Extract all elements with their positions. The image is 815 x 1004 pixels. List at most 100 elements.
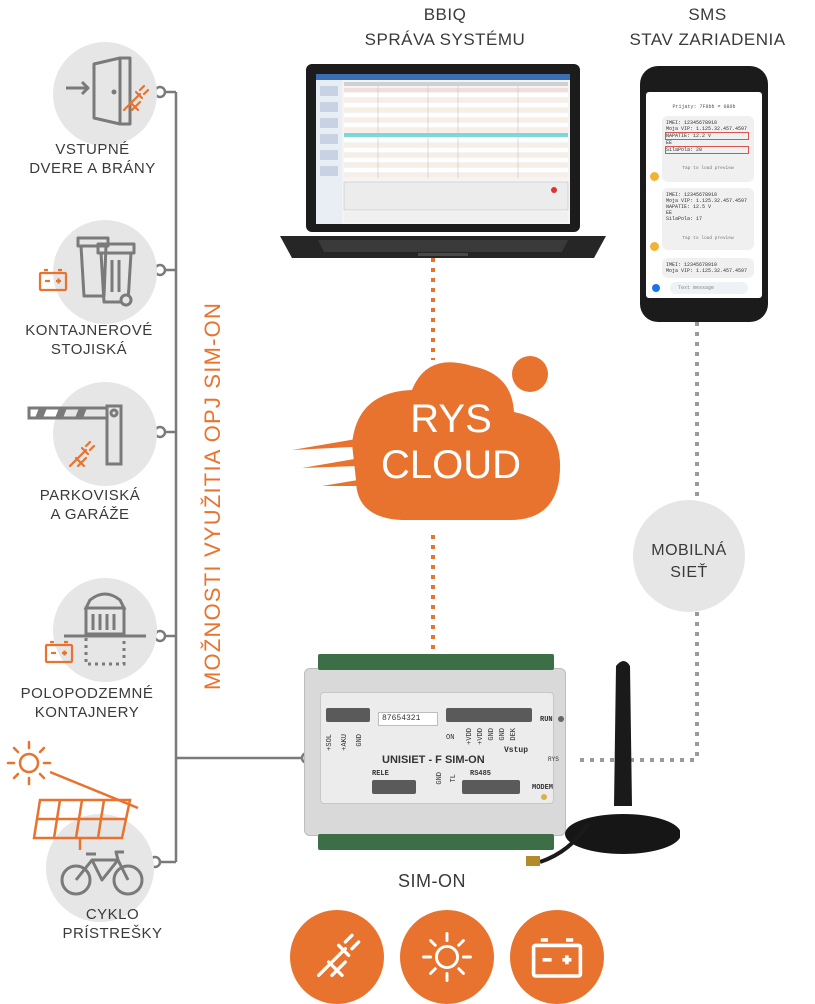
message-input[interactable]: Text message [670, 282, 748, 294]
door-icon [66, 56, 132, 126]
bicycle-icon [60, 850, 144, 896]
plug-icon-bottom [317, 933, 361, 977]
left-terminal-sol: +SOL [326, 734, 334, 751]
right-terminal-gnd2: GND [499, 728, 507, 741]
phone-message-1: IMEI: 12345678910 Moja VIP: 1.125.32.457… [662, 116, 754, 182]
device-front-title: UNISIET - F SIM-ON [382, 754, 485, 766]
rele-label: RELE [372, 770, 389, 778]
msg2-line5: SilaPola: 17 [666, 216, 703, 222]
battery-icon-underground [44, 640, 74, 664]
message-input-placeholder: Text message [678, 285, 715, 291]
msg1-tap[interactable]: Tap to load preview [682, 166, 734, 171]
cloud-label-line2: CLOUD [380, 443, 522, 487]
device-bottom-strip [318, 834, 554, 850]
parking-barrier-icon [27, 404, 123, 466]
bbiq-header-line1: BBIQ [423, 5, 467, 24]
left-terminal-gnd: GND [356, 734, 364, 747]
use-case-bike-line2: PRÍSTREŠKY [62, 925, 163, 942]
vstup-label: Vstup [504, 746, 529, 755]
run-label: RUN [540, 716, 553, 724]
phone-message-2: IMEI: 12345678910 Moja VIP: 1.125.32.457… [662, 188, 754, 250]
laptop-illustration [280, 64, 606, 258]
cloud-label: RYS CLOUD [356, 396, 546, 488]
right-terminal-dek: DEK [510, 728, 518, 741]
mobile-network-label: MOBILNÁ SIEŤ [633, 540, 745, 584]
bottom-terminal-gnd: GND [436, 772, 444, 785]
cloud-label-line1: RYS [410, 397, 492, 441]
msg1-line2: Moja VIP: 1.125.32.457.4597 [666, 126, 748, 132]
modem-label: MODEM [532, 784, 554, 792]
left-terminal-aku: +AKU [341, 734, 349, 751]
right-terminal-gnd1: GND [488, 728, 496, 741]
sun-circle [400, 910, 494, 1004]
use-case-underground-line2: KONTAJNERY [34, 704, 140, 721]
msg2-line2: Moja VIP: 1.125.32.457.4597 [666, 198, 748, 204]
use-case-bike-label: CYKLO PRÍSTREŠKY [40, 905, 185, 943]
right-terminal-vdd2: +VDD [477, 728, 485, 745]
sms-header-line1: SMS [688, 5, 727, 24]
right-terminal-on: ON [446, 734, 455, 742]
msg2-line1: IMEI: 12345678910 [666, 192, 718, 198]
plug-icon [122, 84, 150, 112]
mobile-network-line1: MOBILNÁ [651, 542, 727, 559]
sun-icon [6, 740, 52, 786]
use-case-underground-label: POLOPODZEMNÉ KONTAJNERY [0, 684, 174, 722]
modem-led [541, 794, 547, 800]
msg2-tap[interactable]: Tap to load preview [682, 236, 734, 241]
use-case-bins-label: KONTAJNEROVÉ STOJISKÁ [0, 321, 178, 359]
use-case-parking-line1: PARKOVISKÁ [39, 487, 141, 504]
use-case-parking-label: PARKOVISKÁ A GARÁŽE [5, 486, 175, 524]
mobile-network-bg [633, 500, 745, 612]
solar-panel-icon [32, 770, 139, 850]
antenna-icon [526, 661, 680, 866]
brand-label: RYS [548, 756, 559, 763]
right-terminal-vdd1: +VDD [466, 728, 474, 745]
run-led [558, 716, 564, 722]
rs485-label: RS485 [470, 770, 492, 778]
bbiq-header: BBIQ SPRÁVA SYSTÉMU [330, 2, 560, 52]
phone-thread-header: Prijaty: 7F8bb = 080b [672, 104, 736, 110]
msg1-line4: EE [666, 140, 673, 146]
phone-screen: Prijaty: 7F8bb = 080b IMEI: 12345678910 … [646, 92, 762, 298]
use-case-bins-line2: STOJISKÁ [50, 341, 128, 358]
digit-display-text: 87654321 [382, 714, 421, 723]
phone-message-3: IMEI: 12345678910 Moja VIP: 1.125.32.457… [662, 258, 754, 278]
use-case-bike-line1: CYKLO [85, 906, 140, 923]
msg1-line5: SilaPola: 20 [665, 146, 749, 154]
device-top-strip [318, 654, 554, 670]
use-case-underground-line1: POLOPODZEMNÉ [20, 685, 154, 702]
battery-icon [38, 268, 68, 292]
msg3-line2: Moja VIP: 1.125.32.457.4597 [666, 268, 748, 274]
terminal-block-rs485 [462, 780, 520, 794]
plug-icon-parking [68, 440, 96, 468]
vertical-title: MOŽNOSTI VYUŽITIA OPJ SIM-ON [200, 301, 225, 690]
bottom-terminal-tl: TL [450, 774, 458, 783]
sun-icon-bottom [422, 932, 472, 982]
digit-display: 87654321 [378, 712, 438, 726]
use-case-parking-line2: A GARÁŽE [50, 506, 130, 523]
msg1-line1: IMEI: 12345678910 [666, 120, 718, 126]
bbiq-header-line2: SPRÁVA SYSTÉMU [364, 30, 526, 49]
sms-header-line2: STAV ZARIADENIA [629, 30, 786, 49]
underground-container-icon [64, 592, 146, 666]
rys-cloud-shape [292, 356, 561, 520]
msg2-line3: NAPATIE: 12.5 V [666, 204, 712, 210]
waste-bins-icon [76, 236, 136, 307]
msg2-line4: EE [666, 210, 673, 216]
terminal-block-right [446, 708, 532, 722]
add-icon[interactable] [652, 284, 660, 292]
device-name-label: SIM-ON [398, 871, 466, 891]
avatar-2 [650, 242, 659, 251]
msg3-line1: IMEI: 12345678910 [666, 262, 718, 268]
avatar [650, 172, 659, 181]
use-case-door-label: VSTUPNÉ DVERE A BRÁNY [5, 140, 180, 178]
use-case-door-line2: DVERE A BRÁNY [29, 160, 156, 177]
use-case-parking-bg [53, 382, 157, 486]
msg1-line3: NAPATIE: 12.2 V [665, 132, 749, 140]
phone-illustration: Prijaty: 7F8bb = 080b IMEI: 12345678910 … [640, 66, 768, 322]
use-case-bins-line1: KONTAJNEROVÉ [25, 322, 153, 339]
use-case-door-line1: VSTUPNÉ [55, 141, 130, 158]
mobile-network-line2: SIEŤ [670, 564, 708, 581]
battery-circle [510, 910, 604, 1004]
terminal-block-rele [372, 780, 416, 794]
